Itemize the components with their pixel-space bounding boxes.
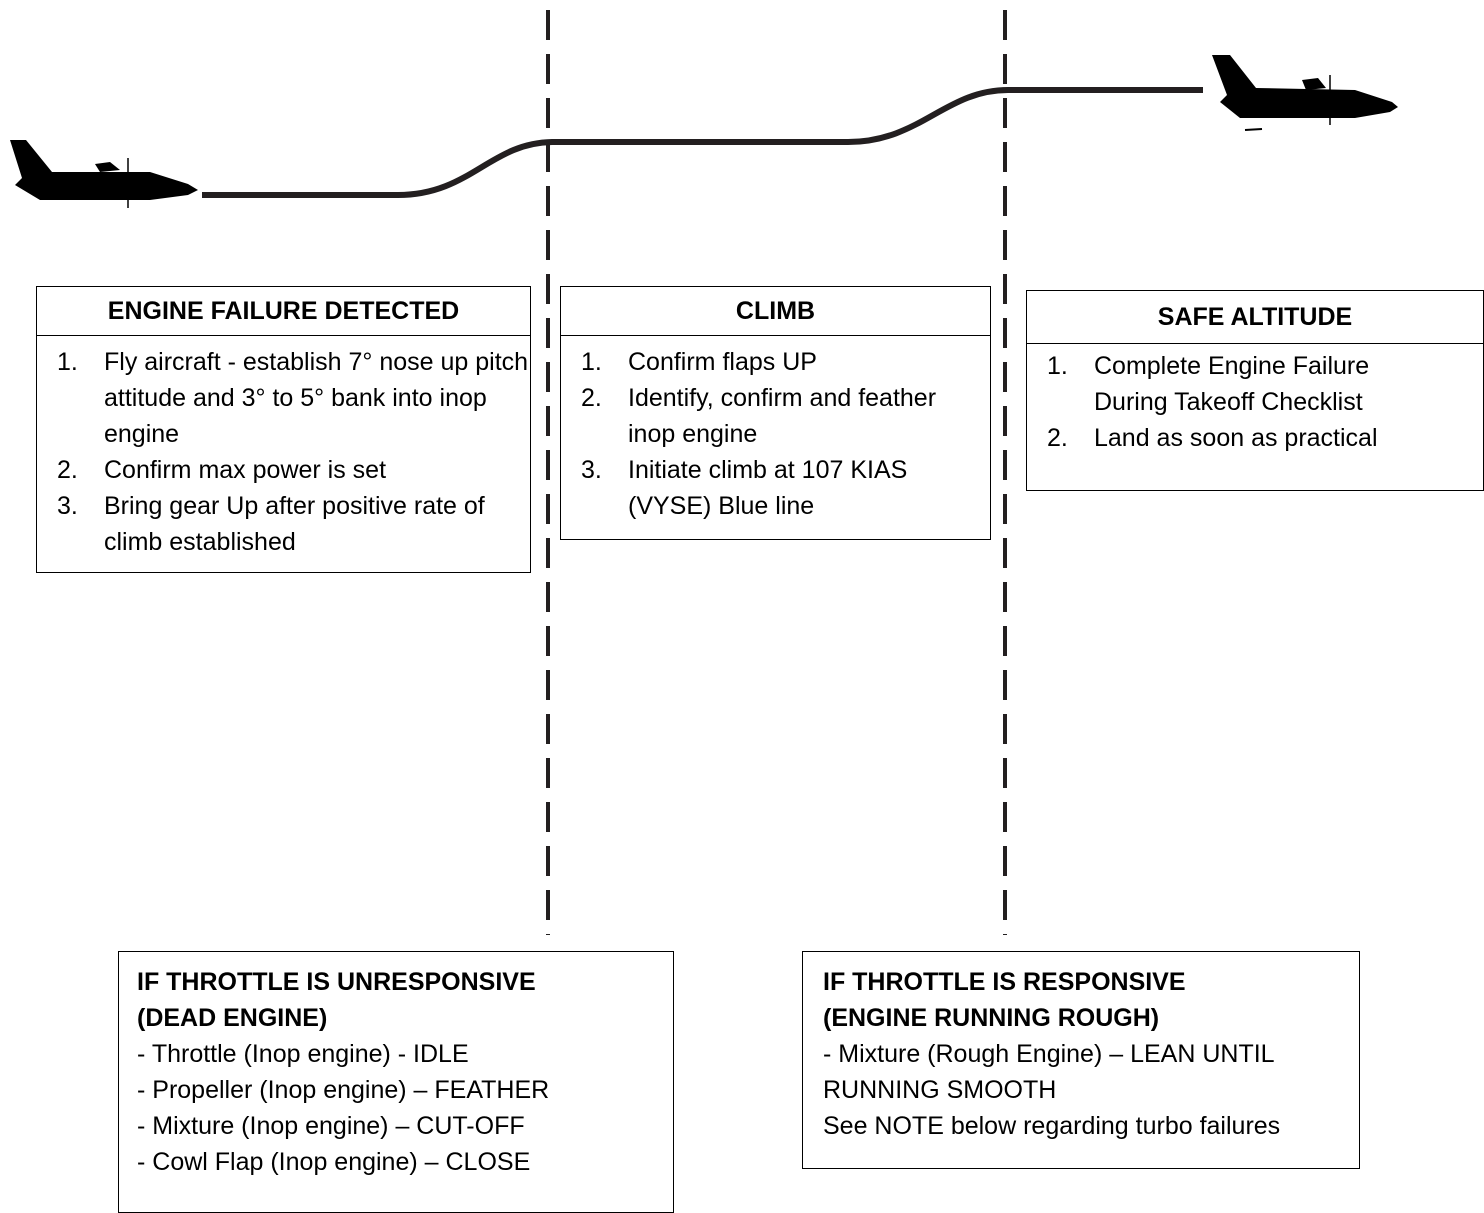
condition-line: - Propeller (Inop engine) – FEATHER bbox=[137, 1076, 550, 1104]
airplane-right-icon bbox=[1212, 55, 1398, 131]
flight-path-line bbox=[202, 87, 1203, 198]
phase-title: ENGINE FAILURE DETECTED bbox=[37, 287, 530, 336]
airplane-left-icon bbox=[10, 140, 198, 208]
step-list: 1.Fly aircraft - establish 7° nose up pi… bbox=[37, 344, 530, 560]
condition-line: - Mixture (Inop engine) – CUT-OFF bbox=[137, 1112, 525, 1140]
step-list: 1.Complete Engine Failure During Takeoff… bbox=[1027, 348, 1483, 456]
step-item: 3.Initiate climb at 107 KIAS (VYSE) Blue… bbox=[581, 456, 908, 520]
step-item: 2.Identify, confirm and feather inop eng… bbox=[581, 384, 937, 448]
phase-box-climb: CLIMB 1.Confirm flaps UP 2.Identify, con… bbox=[560, 286, 991, 540]
phase-title: SAFE ALTITUDE bbox=[1027, 291, 1483, 344]
condition-line: - Cowl Flap (Inop engine) – CLOSE bbox=[137, 1148, 531, 1176]
condition-title: IF THROTTLE IS RESPONSIVE (ENGINE RUNNIN… bbox=[823, 968, 1186, 1032]
condition-line: - Mixture (Rough Engine) – LEAN UNTIL RU… bbox=[823, 1040, 1274, 1104]
step-item: 1.Confirm flaps UP bbox=[581, 348, 817, 376]
phase-box-engine-failure: ENGINE FAILURE DETECTED 1.Fly aircraft -… bbox=[36, 286, 531, 573]
phase-title: CLIMB bbox=[561, 287, 990, 336]
phase-box-safe-altitude: SAFE ALTITUDE 1.Complete Engine Failure … bbox=[1026, 290, 1484, 491]
condition-box-responsive: IF THROTTLE IS RESPONSIVE (ENGINE RUNNIN… bbox=[802, 951, 1360, 1169]
step-item: 1.Fly aircraft - establish 7° nose up pi… bbox=[57, 348, 529, 448]
condition-line: - Throttle (Inop engine) - IDLE bbox=[137, 1040, 469, 1068]
condition-box-unresponsive: IF THROTTLE IS UNRESPONSIVE (DEAD ENGINE… bbox=[118, 951, 674, 1213]
step-item: 3.Bring gear Up after positive rate of c… bbox=[57, 492, 485, 556]
step-item: 1.Complete Engine Failure During Takeoff… bbox=[1047, 352, 1370, 416]
condition-title: IF THROTTLE IS UNRESPONSIVE (DEAD ENGINE… bbox=[137, 968, 536, 1032]
step-list: 1.Confirm flaps UP 2.Identify, confirm a… bbox=[561, 344, 990, 524]
step-item: 2.Land as soon as practical bbox=[1047, 424, 1378, 452]
condition-line: See NOTE below regarding turbo failures bbox=[823, 1112, 1281, 1140]
step-item: 2.Confirm max power is set bbox=[57, 456, 387, 484]
